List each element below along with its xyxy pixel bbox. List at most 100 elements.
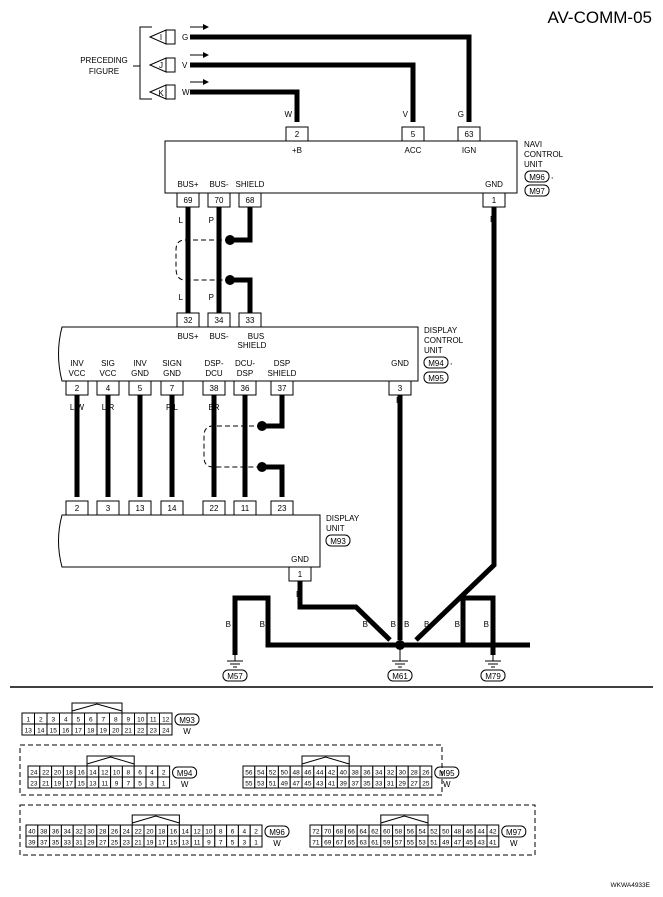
cavity-number: 30 — [87, 829, 95, 836]
cavity-number: 62 — [371, 829, 379, 836]
dcu-bottom-pins: INVVCC2L/WSIGVCC4L/RINVGND5PSIGNGND7P/LD… — [65, 359, 412, 497]
navi-pin-name-gnd: GND — [485, 180, 503, 189]
ref-j-label: J — [159, 61, 163, 70]
cavity-number: 15 — [50, 728, 58, 735]
ref-i-label: I — [160, 33, 162, 42]
navi-pin-name-bus-plus: BUS+ — [177, 180, 198, 189]
cavity-number: 2 — [39, 717, 43, 724]
cavity-number: 55 — [245, 781, 253, 788]
cavity-number: 9 — [115, 781, 119, 788]
svg-text:M97: M97 — [529, 187, 545, 196]
wire-color-label: Y — [242, 403, 248, 412]
connector-color: W — [183, 727, 191, 736]
du-pin-number: 13 — [136, 504, 145, 513]
svg-text:32: 32 — [184, 316, 193, 325]
cavity-number: 35 — [363, 781, 371, 788]
wire-color-label: L/R — [102, 403, 115, 412]
cavity-number: 20 — [112, 728, 120, 735]
svg-text:1: 1 — [298, 570, 303, 579]
direction-arrows — [190, 24, 209, 85]
cavity-number: 29 — [399, 781, 407, 788]
cavity-number: 21 — [134, 840, 142, 847]
ref-arrow-j: J — [148, 57, 176, 73]
cavity-number: 54 — [418, 829, 426, 836]
cavity-number: 28 — [410, 770, 418, 777]
wire-label-b-6: B — [424, 620, 429, 629]
display-unit — [58, 514, 321, 568]
cavity-number: 41 — [489, 840, 497, 847]
cavity-number: 4 — [64, 717, 68, 724]
cavity-number: 33 — [375, 781, 383, 788]
wire-color-label: P — [137, 403, 142, 412]
cavity-number: 22 — [134, 829, 142, 836]
cavity-number: 36 — [363, 770, 371, 777]
cavity-number: 20 — [146, 829, 154, 836]
cavity-number: 19 — [54, 781, 62, 788]
cavity-number: 11 — [194, 840, 201, 847]
ref-k-label: K — [158, 89, 164, 98]
connector-lock-tab — [86, 755, 135, 766]
cavity — [157, 776, 171, 789]
cavity-number: 6 — [231, 829, 235, 836]
cavity-number: 39 — [28, 840, 36, 847]
svg-text:63: 63 — [465, 130, 474, 139]
navi-comma: , — [551, 171, 553, 180]
wire-shield-2 — [232, 277, 253, 313]
cavity-number: 52 — [269, 770, 277, 777]
cavity-number: 67 — [336, 840, 344, 847]
cavity-number: 19 — [100, 728, 108, 735]
dcu-pin-name: DSP- — [204, 359, 223, 368]
cavity-number: 24 — [123, 829, 131, 836]
cavity-number: 69 — [324, 840, 332, 847]
dcu-label-3: UNIT — [424, 346, 443, 355]
wire-label-navi-gnd: B — [490, 215, 495, 224]
cavity-number: 10 — [137, 717, 145, 724]
cavity-number: 2 — [254, 829, 258, 836]
wire-label-b-1: B — [226, 620, 231, 629]
cavity-number: 18 — [158, 829, 166, 836]
dcu-pin-number: 37 — [278, 384, 287, 393]
cavity-number: 17 — [158, 840, 166, 847]
dcu-pin-name: VCC — [100, 369, 117, 378]
wire-label-p-bottom: P — [209, 293, 214, 302]
connector-lock-tab — [71, 702, 123, 713]
dcu-label-2: CONTROL — [424, 336, 464, 345]
cavity-number: 3 — [150, 781, 154, 788]
svg-text:M95: M95 — [428, 374, 444, 383]
ground-symbol-m79: M79 — [480, 655, 506, 682]
navi-pin-name-shield: SHIELD — [236, 180, 265, 189]
du-label-2: UNIT — [326, 524, 345, 533]
cavity-number: 1 — [162, 781, 166, 788]
navi-control-unit — [164, 140, 518, 194]
cavity-number: 21 — [42, 781, 50, 788]
cavity-number: 50 — [281, 770, 289, 777]
cavity-number: 27 — [99, 840, 107, 847]
navi-label-3: UNIT — [524, 160, 543, 169]
wire-du-gnd — [297, 581, 392, 642]
cavity-number: 15 — [170, 840, 178, 847]
cavity-number: 68 — [336, 829, 344, 836]
du-label-1: DISPLAY — [326, 514, 360, 523]
ref-arrow-i: I — [148, 29, 176, 45]
navi-pin-name-bus-minus: BUS- — [209, 180, 228, 189]
cavity-number: 7 — [126, 781, 130, 788]
preceding-label-2: FIGURE — [89, 67, 119, 76]
dcu-connectors-frame — [19, 744, 443, 796]
dcu-pin-number: 2 — [75, 384, 80, 393]
navi-pin-name-acc: ACC — [405, 146, 422, 155]
cavity-number: 58 — [395, 829, 403, 836]
wire-navi-gnd — [414, 207, 497, 642]
navi-connector-m97: M97 — [524, 184, 550, 197]
cavity-number: 40 — [340, 770, 348, 777]
navi-label-1: NAVI — [524, 140, 542, 149]
cavity-number: 31 — [75, 840, 83, 847]
cavity-number: 66 — [348, 829, 356, 836]
dcu-connector-m95: M95 — [423, 371, 449, 384]
cavity-number: 1 — [26, 717, 30, 724]
connector-id-badge — [172, 766, 198, 779]
dcu-top-pin-33: 33 — [238, 312, 262, 328]
cavity-number: 31 — [387, 781, 395, 788]
wire-dsp-shield-1 — [264, 395, 285, 429]
